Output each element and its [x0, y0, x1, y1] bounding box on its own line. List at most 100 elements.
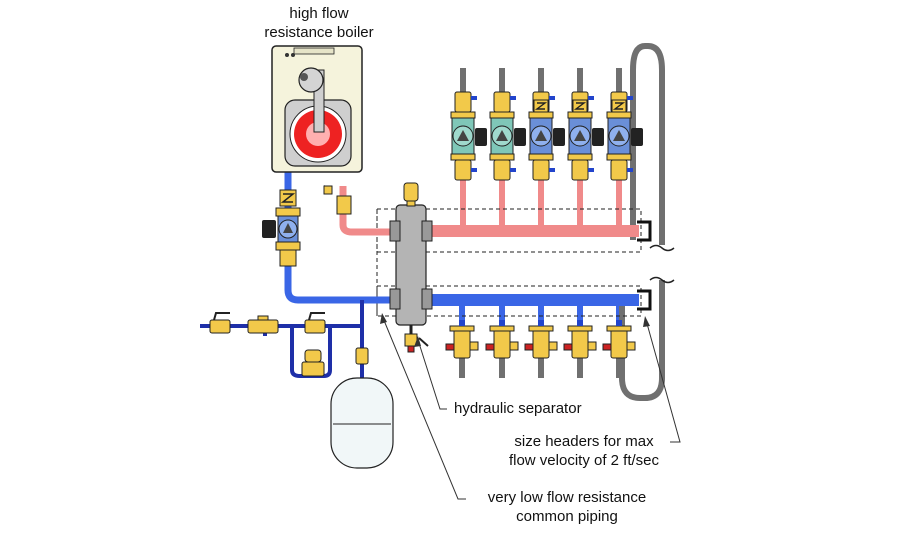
- boiler-label: high flow resistance boiler: [256, 4, 382, 42]
- pump-motor: [514, 128, 526, 146]
- balancing-valve-icon: [610, 327, 628, 359]
- pipe-break-mark: [649, 276, 675, 284]
- valve-handle: [499, 320, 505, 326]
- expansion-tank-icon: [330, 377, 394, 469]
- pump-flange: [606, 111, 632, 119]
- pump-arrow: [496, 130, 508, 141]
- pump-arrow: [457, 130, 469, 141]
- valve-handle: [510, 96, 516, 100]
- check-valve-symbol: [612, 102, 626, 110]
- valve-handle: [510, 168, 516, 172]
- boiler-supply-pipe: [339, 186, 400, 236]
- pipe-break-mark: [649, 244, 675, 252]
- boiler-return-pipe: [284, 170, 400, 304]
- pump-flange: [489, 111, 515, 119]
- drain-cap: [445, 343, 455, 351]
- boiler-label-line2: resistance boiler: [264, 24, 374, 41]
- balancing-valve-icon: [493, 327, 511, 359]
- pump-flange: [567, 111, 593, 119]
- ball-valve-icon: [209, 312, 231, 334]
- pump-arrow: [613, 130, 625, 141]
- valve-handle: [577, 320, 583, 326]
- boiler-icon: [271, 45, 363, 173]
- valve-handle: [627, 96, 633, 100]
- pump-flange: [450, 111, 476, 119]
- common-piping-label-line1: very low flow resistance: [487, 489, 647, 506]
- valve-handle: [588, 96, 594, 100]
- supply-header-cap: [637, 220, 652, 242]
- common-piping-leader-line: [382, 317, 466, 500]
- common-piping-label-line2: common piping: [516, 508, 618, 525]
- supply-header-pipe: [425, 225, 639, 237]
- pump-flange: [567, 153, 593, 161]
- separator-label: hydraulic separator: [454, 400, 582, 417]
- valve-handle: [538, 320, 544, 326]
- ball-valve-icon: [493, 91, 511, 113]
- check-valve-symbol: [534, 102, 548, 110]
- balancing-valve-icon: [532, 327, 550, 359]
- balancing-valve-icon: [571, 327, 589, 359]
- pump-arrow: [535, 130, 547, 141]
- pump-motor: [592, 128, 604, 146]
- valve-handle: [627, 168, 633, 172]
- zone-return-station: [524, 320, 558, 359]
- pump-motor: [631, 128, 643, 146]
- headers-leader-line: [645, 319, 681, 443]
- drain-valve-icon: [469, 341, 479, 351]
- pump-arrow: [574, 130, 586, 141]
- boiler-label-line1: high flow: [289, 5, 349, 22]
- pump-flange: [528, 111, 554, 119]
- pump-flange: [450, 153, 476, 161]
- drain-valve-icon: [587, 341, 597, 351]
- drain-cap: [485, 343, 495, 351]
- hydraulic-separator-icon: [389, 204, 433, 336]
- ball-valve-icon: [304, 312, 326, 334]
- headers-label-line1: size headers for max: [514, 433, 654, 450]
- return-header-cap: [637, 289, 652, 311]
- pump-motor: [475, 128, 487, 146]
- drain-valve-icon: [548, 341, 558, 351]
- balancing-valve-icon: [453, 327, 471, 359]
- ball-valve-icon: [610, 159, 628, 181]
- valve-handle: [549, 96, 555, 100]
- pump-motor: [553, 128, 565, 146]
- ball-valve-icon: [454, 159, 472, 181]
- reverse-return-loop-pipe: [619, 43, 665, 401]
- zone-supply-station: [567, 91, 604, 181]
- zone-supply-station: [489, 91, 526, 181]
- check-valve-icon: [247, 315, 279, 334]
- pump-flange: [489, 153, 515, 161]
- drain-cap: [602, 343, 612, 351]
- valve-flange: [567, 325, 593, 332]
- ball-valve-icon: [571, 159, 589, 181]
- zone-supply-station: [606, 91, 643, 181]
- boiler-circulator-icon: [262, 189, 301, 267]
- drain-valve-icon: [509, 341, 519, 351]
- common-piping-label: very low flow resistance common piping: [472, 488, 662, 526]
- makeup-water-piping: [200, 300, 364, 378]
- zone-return-station: [485, 320, 519, 359]
- air-vent-icon: [403, 182, 419, 207]
- ball-valve-icon: [454, 91, 472, 113]
- leader-arrowheads: [380, 313, 650, 347]
- return-header-pipe: [425, 294, 639, 306]
- zone-supply-station: [450, 91, 487, 181]
- check-valve-symbol: [573, 102, 587, 110]
- valve-flange: [449, 325, 475, 332]
- headers-label: size headers for max flow velocity of 2 …: [494, 432, 674, 470]
- valve-flange: [606, 325, 632, 332]
- separator-leader-line: [417, 339, 447, 410]
- valve-handle: [459, 320, 465, 326]
- expansion-tank-valve-icon: [355, 347, 369, 365]
- valve-handle: [616, 320, 622, 326]
- valve-handle: [549, 168, 555, 172]
- zone-supply-station: [528, 91, 565, 181]
- pump-flange: [606, 153, 632, 161]
- zone-return-station: [602, 320, 636, 359]
- drain-cap: [524, 343, 534, 351]
- pressure-reducing-valve-icon: [301, 349, 325, 377]
- valve-flange: [489, 325, 515, 332]
- pump-flange: [528, 153, 554, 161]
- ball-valve-icon: [532, 159, 550, 181]
